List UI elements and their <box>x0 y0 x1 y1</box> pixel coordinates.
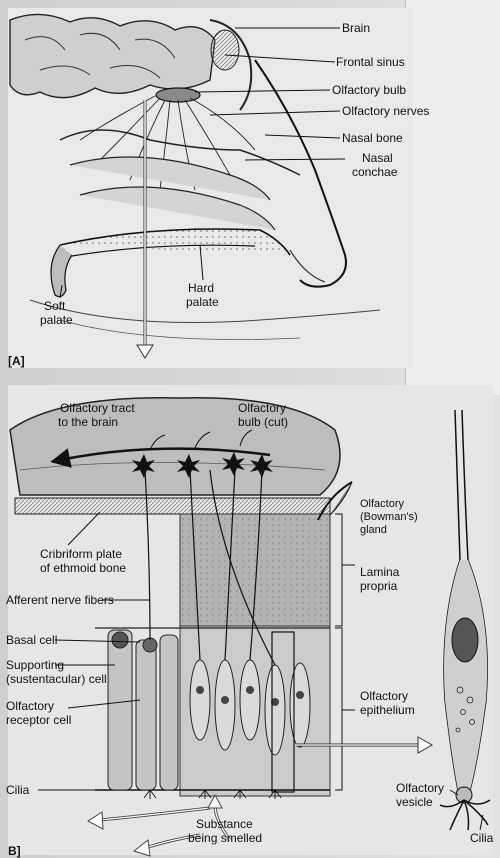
label-hard-palate-2: palate <box>186 296 219 309</box>
label-nasal-conchae-1: Nasal <box>362 152 393 165</box>
label-substance-1: Substance <box>196 818 253 831</box>
label-brain: Brain <box>342 22 370 35</box>
label-nasal-bone: Nasal bone <box>342 132 403 145</box>
label-olfactory-nerves: Olfactory nerves <box>342 105 429 118</box>
label-substance-2: being smelled <box>188 832 262 845</box>
label-lamina-propria-1: Lamina <box>360 566 399 579</box>
label-olfactory-vesicle-1: Olfactory <box>396 782 444 795</box>
label-olfactory-tract-2: to the brain <box>58 416 118 429</box>
label-cribriform-1: Cribriform plate <box>40 548 122 561</box>
label-supporting-cell-2: (sustentacular) cell <box>6 673 107 686</box>
label-cribriform-2: of ethmoid bone <box>40 562 126 575</box>
label-bowman-gland-3: gland <box>360 524 387 536</box>
label-hard-palate-1: Hard <box>188 282 214 295</box>
panel-b-tag: B] <box>8 844 21 858</box>
label-olfactory-bulb: Olfactory bulb <box>332 84 406 97</box>
label-soft-palate-1: Soft <box>44 300 65 313</box>
label-afferent-nerve-fibers: Afferent nerve fibers <box>6 594 114 607</box>
label-olfactory-tract-1: Olfactory tract <box>60 402 135 415</box>
label-lamina-propria-2: propria <box>360 580 397 593</box>
label-receptor-cell-1: Olfactory <box>6 700 54 713</box>
label-olfactory-bulb-cut-2: bulb (cut) <box>238 416 288 429</box>
label-soft-palate-2: palate <box>40 314 73 327</box>
label-cilia-right: Cilia <box>470 832 493 845</box>
label-basal-cell: Basal cell <box>6 634 57 647</box>
label-nasal-conchae-2: conchae <box>352 166 397 179</box>
label-supporting-cell-1: Supporting <box>6 659 64 672</box>
label-olfactory-bulb-cut-1: Olfactory <box>238 402 286 415</box>
label-bowman-gland-2: (Bowman's) <box>360 511 418 523</box>
label-frontal-sinus: Frontal sinus <box>336 56 405 69</box>
label-olfactory-epithelium-1: Olfactory <box>360 690 408 703</box>
label-cilia-left: Cilia <box>6 784 29 797</box>
label-receptor-cell-2: receptor cell <box>6 714 71 727</box>
label-bowman-gland-1: Olfactory <box>360 498 404 510</box>
panel-a-tag: [A] <box>8 354 25 368</box>
label-olfactory-vesicle-2: vesicle <box>396 796 433 809</box>
label-olfactory-epithelium-2: epithelium <box>360 704 415 717</box>
